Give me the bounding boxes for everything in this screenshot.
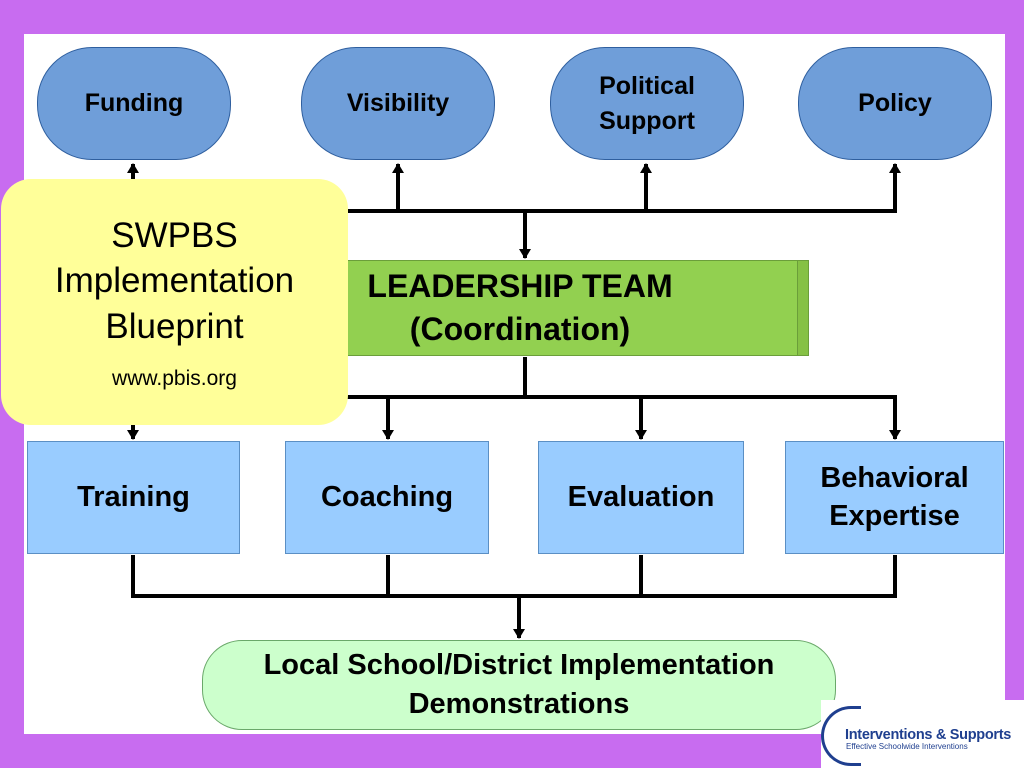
evaluation-node: Evaluation <box>538 441 744 554</box>
visibility-label: Visibility <box>346 89 450 117</box>
funding-node: Funding <box>37 47 231 160</box>
demonstrations-label-line1: Local School/District Implementation <box>263 648 775 681</box>
policy-node: Policy <box>798 47 992 160</box>
training-node: Training <box>27 441 240 554</box>
training-label: Training <box>77 480 190 513</box>
visibility-node: Visibility <box>301 47 495 160</box>
political-support-label-line1: Political <box>599 71 695 100</box>
funding-label: Funding <box>84 89 184 117</box>
callout-title-line1: SWPBS <box>111 215 238 255</box>
leadership-title: LEADERSHIP TEAM <box>367 267 673 304</box>
leadership-subtitle: (Coordination) <box>409 311 631 347</box>
pbis-logo: Interventions & Supports Effective Schoo… <box>821 700 1024 768</box>
behavioral-expertise-label-line2: Expertise <box>829 499 960 532</box>
callout-url: www.pbis.org <box>112 367 237 391</box>
political-support-label-line2: Support <box>599 106 695 135</box>
callout-title-line2: Implementation <box>54 261 295 301</box>
political-support-node: Political Support <box>550 47 744 160</box>
policy-label: Policy <box>858 89 932 117</box>
evaluation-label: Evaluation <box>567 480 715 513</box>
leadership-side-strip <box>797 260 809 356</box>
coaching-node: Coaching <box>285 441 489 554</box>
demonstrations-label-line2: Demonstrations <box>408 688 630 720</box>
behavioral-expertise-label-line1: Behavioral <box>820 461 969 494</box>
blueprint-callout: SWPBS Implementation Blueprint www.pbis.… <box>1 179 348 425</box>
logo-tagline: Effective Schoolwide Interventions <box>846 742 968 751</box>
behavioral-expertise-node: Behavioral Expertise <box>785 441 1004 554</box>
coaching-label: Coaching <box>320 480 454 513</box>
demonstrations-node: Local School/District Implementation Dem… <box>202 640 836 730</box>
logo-arc-icon <box>821 706 861 766</box>
callout-title-line3: Blueprint <box>105 306 244 346</box>
logo-text: Interventions & Supports <box>845 727 1012 743</box>
